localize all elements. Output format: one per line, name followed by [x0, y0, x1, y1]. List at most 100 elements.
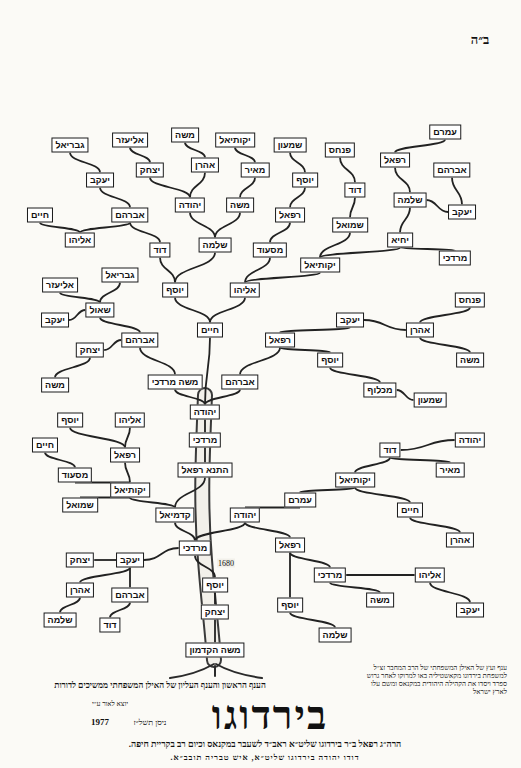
person-name: יצחק — [205, 607, 225, 617]
person-name: יהודה — [459, 435, 481, 445]
person-name: רפאל — [279, 210, 301, 220]
person-name: פנחס — [459, 295, 481, 305]
author-line: הרה״ג רפאל ב״ר בירדוגו שליט״א ראב״ד לשעב… — [129, 739, 402, 749]
person-name: מאיר — [245, 165, 266, 175]
name-box: רפאל — [110, 448, 140, 463]
name-box: רפאל — [275, 208, 305, 223]
name-box: משה מרדכי — [148, 375, 203, 390]
name-box: יקותיאל — [215, 133, 255, 148]
name-box: יעקב — [456, 603, 484, 618]
person-name: יעקב — [460, 605, 480, 615]
name-box: גבריאל — [51, 138, 88, 153]
branch-line — [195, 523, 245, 541]
branch-line — [204, 448, 206, 463]
branch-line — [130, 498, 175, 508]
title: בירדוגו — [212, 694, 328, 738]
person-name: יהודה — [234, 510, 256, 520]
person-name: שמואל — [336, 220, 364, 230]
person-name: יעקב — [120, 555, 140, 565]
name-box: שמעון — [414, 393, 447, 408]
branch-line — [204, 420, 206, 433]
name-box: מרדכי — [439, 251, 471, 266]
branch-line — [430, 583, 470, 603]
name-box: רפאל — [275, 538, 305, 553]
person-name: אהרן — [450, 535, 470, 545]
branch-line — [190, 173, 205, 198]
branch-line — [452, 178, 462, 205]
person-name: דוד — [383, 445, 396, 455]
date: ניסן תשל״ז — [134, 718, 167, 727]
name-box: גבריאל — [101, 268, 138, 283]
branch-line — [80, 568, 130, 583]
name-box: אליעזר — [42, 278, 78, 293]
name-box: חיים — [27, 208, 53, 223]
name-box: מרדכי — [179, 541, 211, 556]
branch-line — [350, 198, 355, 218]
name-box: חיים — [32, 438, 58, 453]
name-box: יהודה — [455, 433, 485, 448]
name-box: מרדכי — [314, 568, 346, 583]
name-box: אברהם — [221, 375, 258, 390]
branch-line — [94, 559, 116, 561]
name-box: שמעון — [274, 138, 307, 153]
person-name: שאול — [89, 305, 110, 315]
person-name: רפאל — [114, 450, 136, 460]
branch-line — [340, 158, 355, 183]
author-line: דודו יהודה בירדוגו שליט״א, איש טבריה תוב… — [171, 753, 360, 762]
person-name: אליעזר — [46, 280, 74, 290]
branch-line — [320, 248, 400, 258]
person-name: אליהו — [234, 285, 256, 295]
branch-line — [355, 488, 410, 503]
name-box: מסעוד — [253, 243, 287, 258]
person-name: יעקב — [90, 175, 110, 185]
branch-line — [205, 390, 240, 405]
person-name: אליעזר — [116, 135, 144, 145]
name-box: אברהם — [111, 588, 148, 603]
person-name: יוסף — [61, 415, 79, 425]
year: 1977 — [91, 717, 109, 727]
name-box: אהרן — [191, 158, 219, 173]
name-box: שלמה — [199, 238, 232, 253]
person-name: משה מרדכי — [152, 377, 199, 387]
name-box: אהרן — [66, 583, 94, 598]
person-name: משה — [370, 595, 390, 605]
person-name: שלמה — [203, 240, 228, 250]
person-name: התנא רפאל — [182, 465, 229, 475]
branch-line — [70, 428, 125, 448]
branch-line — [290, 553, 330, 568]
name-box: אליהו — [230, 283, 260, 298]
branch-line — [40, 223, 80, 233]
person-name: יצחק — [70, 555, 90, 565]
branch-line — [130, 148, 150, 163]
name-box: יוסף — [202, 578, 228, 593]
name-box: יעקב — [86, 173, 114, 188]
person-name: שלמה — [48, 615, 73, 625]
branch-line — [45, 453, 75, 468]
person-name: אברהם — [225, 377, 254, 387]
name-box: משה הקדמון — [185, 643, 244, 658]
name-box: אהרן — [406, 323, 434, 338]
person-name: משה — [460, 355, 480, 365]
name-box: יהודה — [190, 405, 220, 420]
name-box: אליהו — [115, 413, 145, 428]
name-box: אברהם — [111, 208, 148, 223]
branch-line — [346, 574, 415, 576]
person-name: אברהם — [437, 165, 466, 175]
person-name: אליהו — [119, 415, 141, 425]
branch-line — [330, 583, 380, 593]
person-name: יעקב — [45, 315, 65, 325]
person-name: יחיא — [391, 235, 409, 245]
person-name: מסעוד — [62, 470, 88, 480]
name-box: יוסף — [57, 413, 83, 428]
person-name: רפאל — [269, 335, 291, 345]
branch-line — [290, 153, 305, 173]
person-name: יקותיאל — [219, 135, 251, 145]
name-box: מרדכי — [189, 433, 221, 448]
name-box: יצחק — [76, 343, 104, 358]
person-name: אברהם — [115, 590, 144, 600]
person-name: גבריאל — [105, 270, 134, 280]
branch-line — [364, 320, 406, 330]
branch-line — [205, 338, 210, 405]
branch-line — [185, 143, 205, 158]
